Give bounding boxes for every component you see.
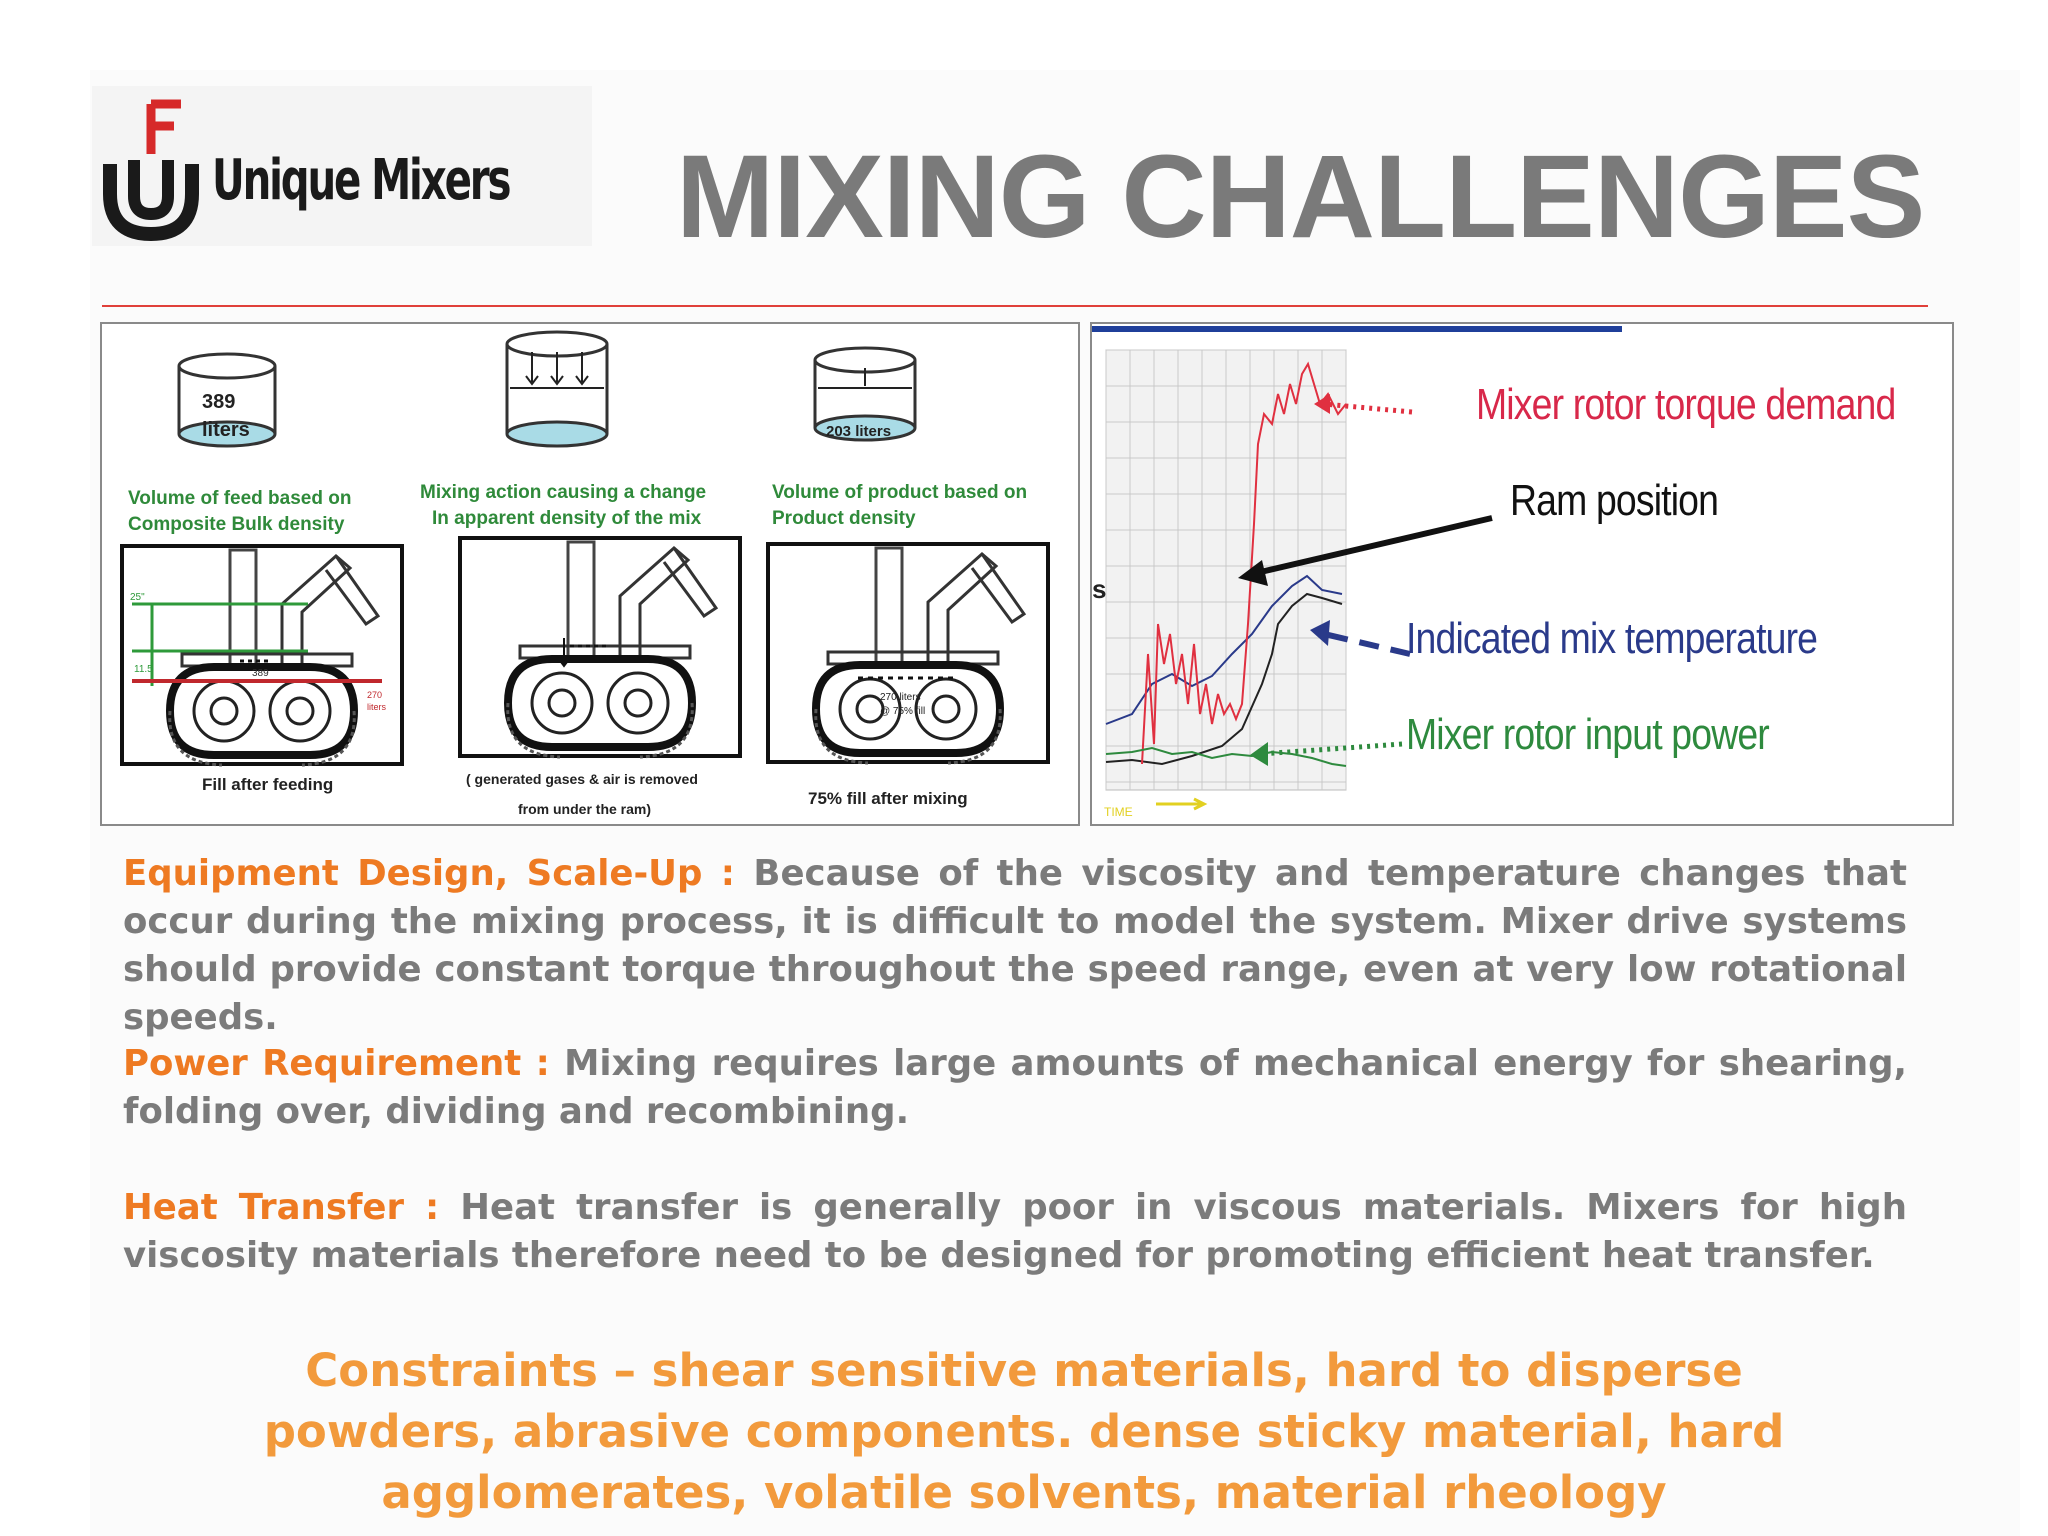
svg-text:11.5: 11.5 [134,664,153,675]
stage-mixing-footer-1: ( generated gases & air is removed [466,771,698,787]
stage-feed-caption-1: Volume of feed based on [128,488,351,509]
time-arrow-icon [1156,797,1208,811]
stage-mixing-caption-1: Mixing action causing a change [420,482,706,503]
stage-feed-caption-2: Composite Bulk density [128,514,345,535]
mix-temperature-trace [1105,574,1343,725]
svg-text:liters: liters [367,702,387,712]
time-label: TIME [1104,805,1133,819]
svg-text:270: 270 [367,690,382,700]
stage-product-footer: 75% fill after mixing [808,789,968,808]
stage-product-caption-2: Product density [772,508,916,529]
stage-mixing-footer-2: from under the ram) [518,801,651,817]
svg-text:270 liters: 270 liters [880,692,921,703]
paragraph-lead: Heat Transfer : [123,1187,440,1228]
stage-product: 203 liters Volume of product based on Pr… [766,346,1050,808]
stage-feed: 389 liters Volume of feed based on Compo… [120,352,404,794]
stage-product-caption-1: Volume of product based on [772,482,1027,503]
axis-fragment: s [1092,574,1106,604]
title-divider [102,305,1928,307]
paragraph-power-requirement: Power Requirement : Mixing requires larg… [123,1040,1907,1136]
rotor-torque-trace [1141,361,1347,765]
svg-text:@ 75% fill: @ 75% fill [880,706,925,717]
paragraph-lead: Equipment Design, Scale-Up : [123,853,735,894]
stage-feed-footer: Fill after feeding [202,775,333,794]
paragraph-equipment-design: Equipment Design, Scale-Up : Because of … [123,850,1907,1042]
paragraph-text: Mixing requires large amounts of mechani… [123,1043,1907,1132]
svg-text:25": 25" [130,592,145,603]
stage-mixing: Mixing action causing a change In appare… [420,330,742,817]
stage-feed-volume-line1: 389 [202,391,235,413]
paragraph-lead: Power Requirement : [123,1043,550,1084]
paragraph-heat-transfer: Heat Transfer : Heat transfer is general… [123,1184,1907,1280]
unique-mixers-monogram-icon [103,99,199,242]
brand-name: Unique Mixers [212,148,511,213]
label-rotor-input-power: Mixer rotor input power [1406,710,1770,759]
paragraph-text: Heat transfer is generally poor in visco… [123,1187,1907,1276]
stage-product-volume: 203 liters [826,423,891,440]
label-ram-position: Ram position [1510,476,1719,525]
paragraph-text: Because of the viscosity and temperature… [123,853,1907,1038]
label-rotor-torque-demand: Mixer rotor torque demand [1476,380,1896,429]
label-mix-temperature: Indicated mix temperature [1406,614,1818,663]
page-title: MIXING CHALLENGES [676,131,1925,263]
ram-position-trace [1105,592,1343,766]
brand-logo: Unique Mixers [92,86,592,246]
panel-header-bar [1092,326,1622,332]
rotor-power-trace [1105,746,1347,767]
stage-mixing-caption-2: In apparent density of the mix [432,508,702,529]
constraints-summary: Constraints – shear sensitive materials,… [263,1344,1785,1519]
stage-feed-volume-line2: liters [202,419,250,441]
trace-grid [1105,349,1347,791]
svg-text:389: 389 [252,668,269,679]
mixing-trace-panel: s TIME Mixer rotor torque demand Ram pos… [1090,322,1954,826]
fill-volume-diagram: 389 liters Volume of feed based on Compo… [100,322,1080,826]
